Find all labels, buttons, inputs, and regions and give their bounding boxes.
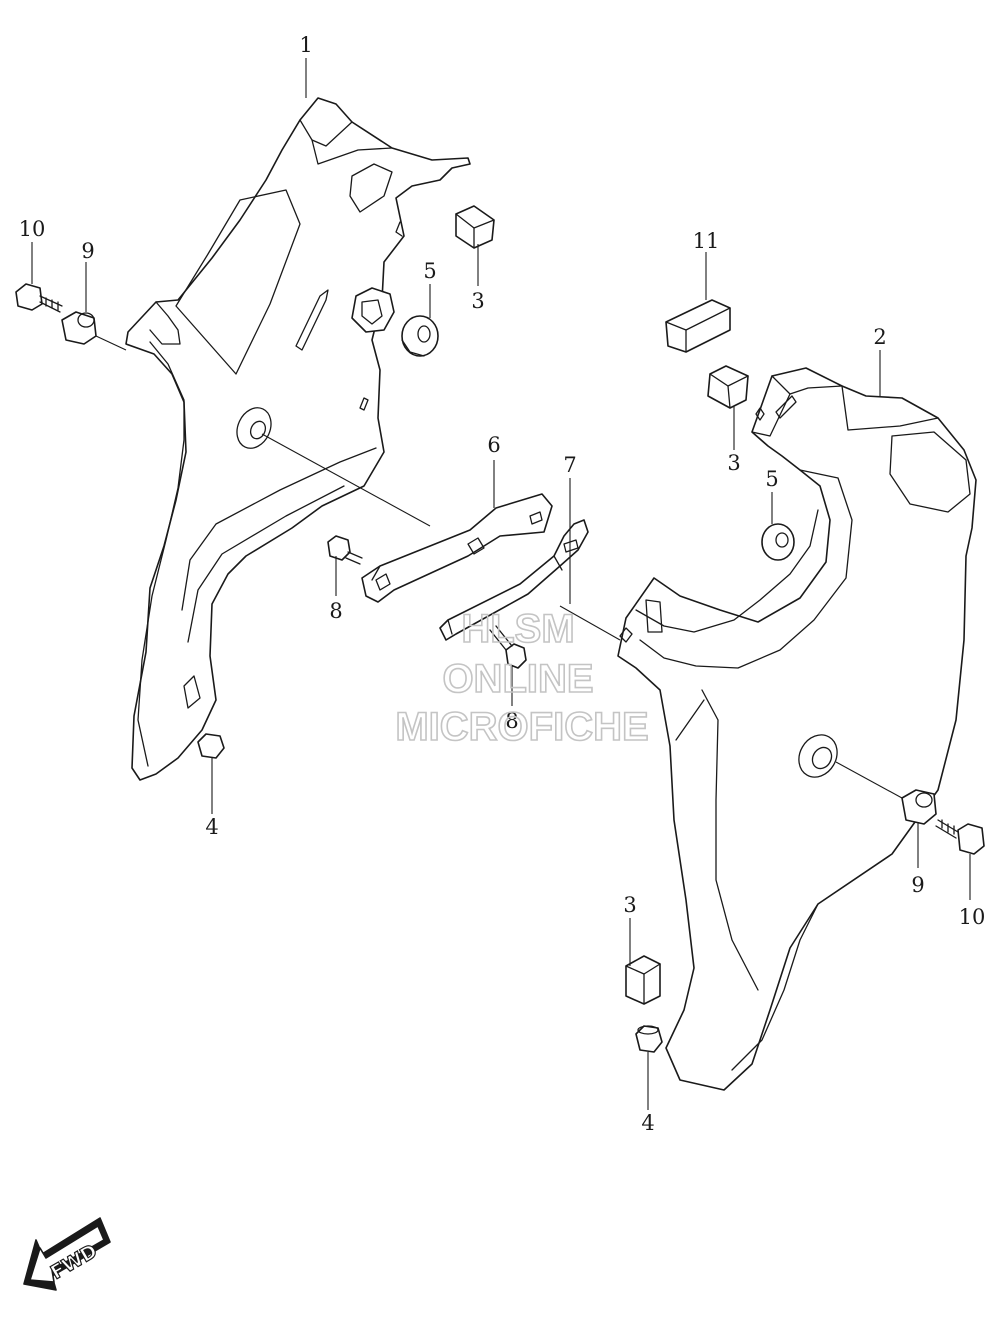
- part-7-bracket: [439, 519, 589, 641]
- watermark: HLSM ONLINE MICROFICHE: [395, 606, 650, 750]
- callout-8-lower: 8: [505, 709, 518, 733]
- callout-1: 1: [299, 33, 312, 57]
- part-10-screw-left: [15, 283, 63, 313]
- part-4-cap-left: [197, 733, 225, 759]
- clip-on-cover: [351, 287, 395, 333]
- part-5-grommet-right: [761, 523, 795, 561]
- callout-7: 7: [563, 453, 576, 477]
- part-5-grommet-left: [401, 315, 439, 357]
- part-2-right-cover: [617, 367, 977, 1091]
- callout-5-left: 5: [423, 259, 436, 283]
- part-9-damper-left: [61, 311, 97, 345]
- watermark-line-3: MICROFICHE: [395, 705, 648, 749]
- part-6-bracket: [361, 493, 553, 603]
- callout-4-left: 4: [205, 815, 218, 839]
- callout-4-right: 4: [641, 1111, 654, 1135]
- part-3-cushion-right: [707, 365, 749, 409]
- callout-labels: 1 2 3 3 3 4 4 5 5 6 7 8 8 9 9 10 10 11: [19, 33, 986, 1135]
- part-9-damper-right: [901, 789, 937, 825]
- part-11-pad: [665, 299, 731, 353]
- callout-2: 2: [873, 325, 886, 349]
- leader-lines: [31, 58, 971, 1110]
- part-3-cushion-upper: [455, 205, 495, 249]
- part-10-screw-right: [935, 819, 985, 855]
- part-1-left-cover: [125, 97, 471, 781]
- callout-3-right: 3: [727, 451, 740, 475]
- callout-11: 11: [693, 229, 720, 253]
- callout-8-upper: 8: [329, 599, 342, 623]
- callout-9-right: 9: [911, 873, 924, 897]
- part-8-bolt-upper: [327, 535, 363, 565]
- callout-10-right: 10: [959, 905, 986, 929]
- callout-10-left: 10: [19, 217, 46, 241]
- callout-6: 6: [487, 433, 500, 457]
- part-4-cap-right: [635, 1025, 663, 1053]
- callout-3-lower: 3: [623, 893, 636, 917]
- watermark-line-2: ONLINE: [442, 657, 593, 701]
- callout-3-upper: 3: [471, 289, 484, 313]
- callout-9-left: 9: [81, 239, 94, 263]
- watermark-line-1: HLSM: [461, 607, 574, 651]
- callout-5-right: 5: [765, 467, 778, 491]
- fwd-direction-arrow: FWD: [23, 1217, 111, 1291]
- part-8-bolt-lower: [489, 625, 527, 669]
- part-3-cushion-lower: [625, 955, 661, 1005]
